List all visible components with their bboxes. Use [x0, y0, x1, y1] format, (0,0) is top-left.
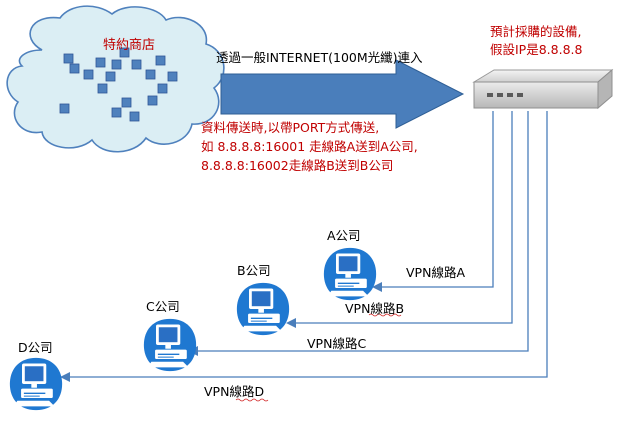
node-square — [63, 53, 74, 64]
node-square — [155, 55, 166, 66]
node-square — [119, 47, 130, 58]
node-square — [145, 69, 156, 80]
node-square — [97, 83, 108, 94]
node-square — [83, 69, 94, 80]
arrow-head-a — [372, 282, 382, 292]
node-square — [129, 111, 140, 122]
node-square — [157, 83, 168, 94]
computer-icon — [9, 357, 63, 411]
internet-arrow — [220, 59, 465, 129]
device-note-line1: 預計採購的設備, — [490, 24, 582, 39]
network-router-icon — [472, 68, 614, 110]
routing-note-line2: 如 8.8.8.8:16001 走線路A送到A公司, — [201, 139, 418, 154]
store-label: 特約商店 — [103, 38, 156, 53]
device-note-line2: 假設IP是8.8.8.8 — [490, 42, 583, 57]
computer-icon — [236, 282, 290, 336]
company-b-label: B公司 — [237, 263, 271, 278]
node-square — [111, 107, 122, 118]
connection-label: 透過一般INTERNET(100M光纖)連入 — [216, 50, 423, 65]
store-nodes — [59, 47, 178, 122]
vpn-line-d-label: VPN線路D — [204, 384, 265, 399]
node-square — [111, 59, 122, 70]
company-c-label: C公司 — [146, 299, 180, 314]
node-square — [147, 95, 158, 106]
spellcheck-underline — [235, 398, 269, 402]
vpn-line-c-label: VPN線路C — [307, 336, 367, 351]
node-square — [59, 103, 70, 114]
node-square — [105, 71, 116, 82]
computer-icon — [143, 318, 197, 372]
routing-note-line1: 資料傳送時,以帶PORT方式傳送, — [201, 120, 380, 135]
vpn-line-b — [294, 111, 513, 324]
node-square — [167, 71, 178, 82]
vpn-line-b-label: VPN線路B — [345, 301, 405, 316]
routing-note-line3: 8.8.8.8:16002走線路B送到B公司 — [201, 158, 394, 173]
vpn-line-d — [68, 111, 548, 378]
arrow-head-d — [60, 372, 70, 382]
node-square — [131, 59, 142, 70]
vpn-line-a — [380, 111, 494, 288]
node-square — [95, 57, 106, 68]
computer-icon — [323, 247, 377, 301]
vpn-line-c — [196, 111, 529, 352]
node-square — [69, 63, 80, 74]
vpn-line-a-label: VPN線路A — [406, 265, 465, 280]
node-square — [121, 97, 132, 108]
arrow-head-b — [286, 318, 296, 328]
spellcheck-underline — [368, 313, 402, 317]
store-cloud — [6, 5, 225, 153]
company-a-label: A公司 — [327, 228, 361, 243]
company-d-label: D公司 — [18, 340, 53, 355]
